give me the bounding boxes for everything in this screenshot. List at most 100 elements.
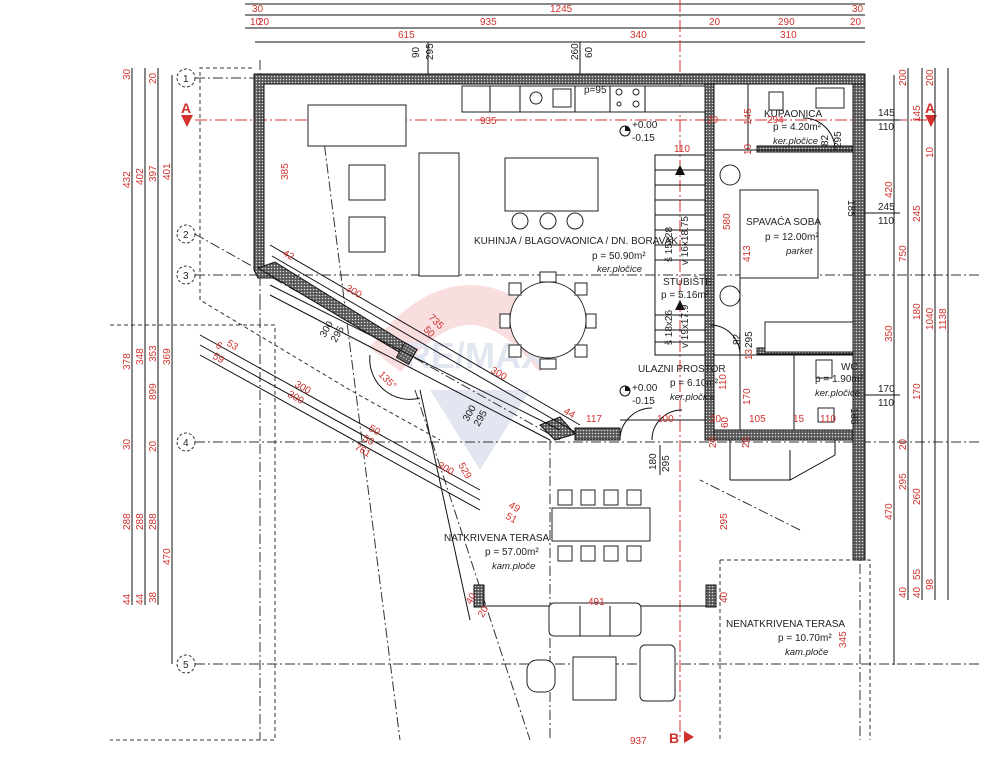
svg-text:345: 345 [838,631,849,648]
svg-text:ker.pločice: ker.pločice [815,388,860,399]
svg-text:ker.pločice: ker.pločice [597,264,642,275]
svg-text:290: 290 [778,17,795,28]
svg-text:20: 20 [708,436,719,448]
svg-text:470: 470 [884,503,895,520]
svg-text:53: 53 [225,338,241,353]
svg-text:40: 40 [898,586,909,598]
svg-text:397: 397 [148,165,159,182]
svg-text:5: 5 [183,660,189,671]
svg-text:p = 6.10m²: p = 6.10m² [670,378,719,389]
svg-text:110: 110 [878,398,894,409]
svg-text:110: 110 [878,122,894,133]
svg-text:44: 44 [122,593,133,605]
svg-text:20: 20 [741,436,752,448]
svg-text:369: 369 [162,348,173,365]
svg-text:105: 105 [749,414,766,425]
svg-text:42: 42 [281,248,297,263]
svg-text:245: 245 [912,205,923,222]
svg-text:p = 57.00m²: p = 57.00m² [485,547,539,558]
svg-text:180: 180 [648,453,659,470]
svg-text:p = 10.70m²: p = 10.70m² [778,633,832,644]
svg-text:1138: 1138 [938,308,949,330]
svg-text:110: 110 [674,144,690,155]
svg-text:470: 470 [162,548,173,565]
svg-text:288: 288 [148,513,159,530]
svg-text:š 18x26: š 18x26 [664,310,675,345]
svg-text:185: 185 [848,408,859,425]
svg-text:935: 935 [480,17,497,28]
svg-text:10: 10 [743,143,754,155]
svg-text:1040: 1040 [925,307,936,330]
walls [253,73,866,608]
svg-text:401: 401 [162,163,173,180]
svg-text:p=95: p=95 [584,85,607,96]
room-name-covered-terrace: NATKRIVENA TERASA [444,533,550,544]
svg-text:13: 13 [744,348,755,360]
svg-text:A: A [181,100,191,116]
svg-text:44: 44 [562,406,578,421]
svg-text:200: 200 [898,69,909,86]
svg-text:20: 20 [710,414,722,425]
room-name-wc: WC [841,362,858,373]
svg-text:245: 245 [878,202,895,213]
svg-text:170: 170 [878,384,895,395]
axis-bubbles: 1 2 3 4 5 [176,68,196,674]
living-furniture: 385 [280,104,599,370]
svg-text:30: 30 [852,4,864,15]
svg-text:kam.ploče: kam.ploče [492,561,535,572]
svg-text:750: 750 [898,245,909,262]
svg-text:82: 82 [820,134,831,146]
svg-text:170: 170 [912,383,923,400]
svg-text:38: 38 [148,591,159,603]
svg-text:v 19x17.9: v 19x17.9 [680,304,691,348]
svg-text:353: 353 [148,345,159,362]
svg-text:60: 60 [720,416,731,428]
room-name-open-terrace: NENATKRIVENA TERASA [726,619,845,630]
room-labels: KUHINJA / BLAGOVAONICA / DN. BORAVAK p =… [444,109,864,658]
svg-text:v 16x18.75: v 16x18.75 [680,216,691,265]
svg-text:3: 3 [183,271,189,282]
svg-text:110: 110 [878,216,894,227]
svg-text:98: 98 [925,578,936,590]
fixtures [619,87,854,441]
svg-text:294: 294 [767,115,784,126]
level-markers: +0.00 -0.15 +0.00 -0.15 [619,120,658,407]
room-name-bedroom: SPAVAĆA SOBA [746,215,821,228]
svg-text:20: 20 [476,604,491,620]
svg-text:20: 20 [148,72,159,84]
svg-text:kam.ploče: kam.ploče [785,647,828,658]
svg-text:145: 145 [743,108,754,125]
svg-text:288: 288 [122,513,133,530]
svg-text:145: 145 [912,105,923,122]
svg-text:30: 30 [122,68,133,80]
svg-text:295: 295 [744,331,755,348]
svg-text:1: 1 [183,74,189,85]
svg-text:340: 340 [630,30,647,41]
svg-text:350: 350 [884,325,895,342]
svg-text:p = 50.90m²: p = 50.90m² [592,251,646,262]
svg-text:20: 20 [258,17,270,28]
svg-text:30: 30 [122,438,133,450]
svg-text:310: 310 [780,30,797,41]
svg-text:6: 6 [214,340,225,353]
svg-text:10: 10 [925,146,936,158]
svg-text:40: 40 [719,591,730,603]
svg-text:p = 1.90m²: p = 1.90m² [815,374,864,385]
svg-text:40: 40 [912,586,923,598]
svg-text:420: 420 [884,181,895,198]
svg-text:82: 82 [732,333,743,345]
svg-text:200: 200 [925,69,936,86]
svg-text:49: 49 [507,500,523,515]
svg-text:288: 288 [135,513,146,530]
kitchen-counter: p=95 935 [461,85,706,127]
svg-text:402: 402 [135,168,146,185]
svg-text:413: 413 [742,245,753,262]
svg-text:899: 899 [148,383,159,400]
interior-partitions [269,84,853,607]
svg-text:51: 51 [504,511,520,526]
svg-text:20: 20 [898,438,909,450]
svg-text:55: 55 [912,568,923,580]
svg-text:615: 615 [398,30,415,41]
svg-text:44: 44 [135,593,146,605]
